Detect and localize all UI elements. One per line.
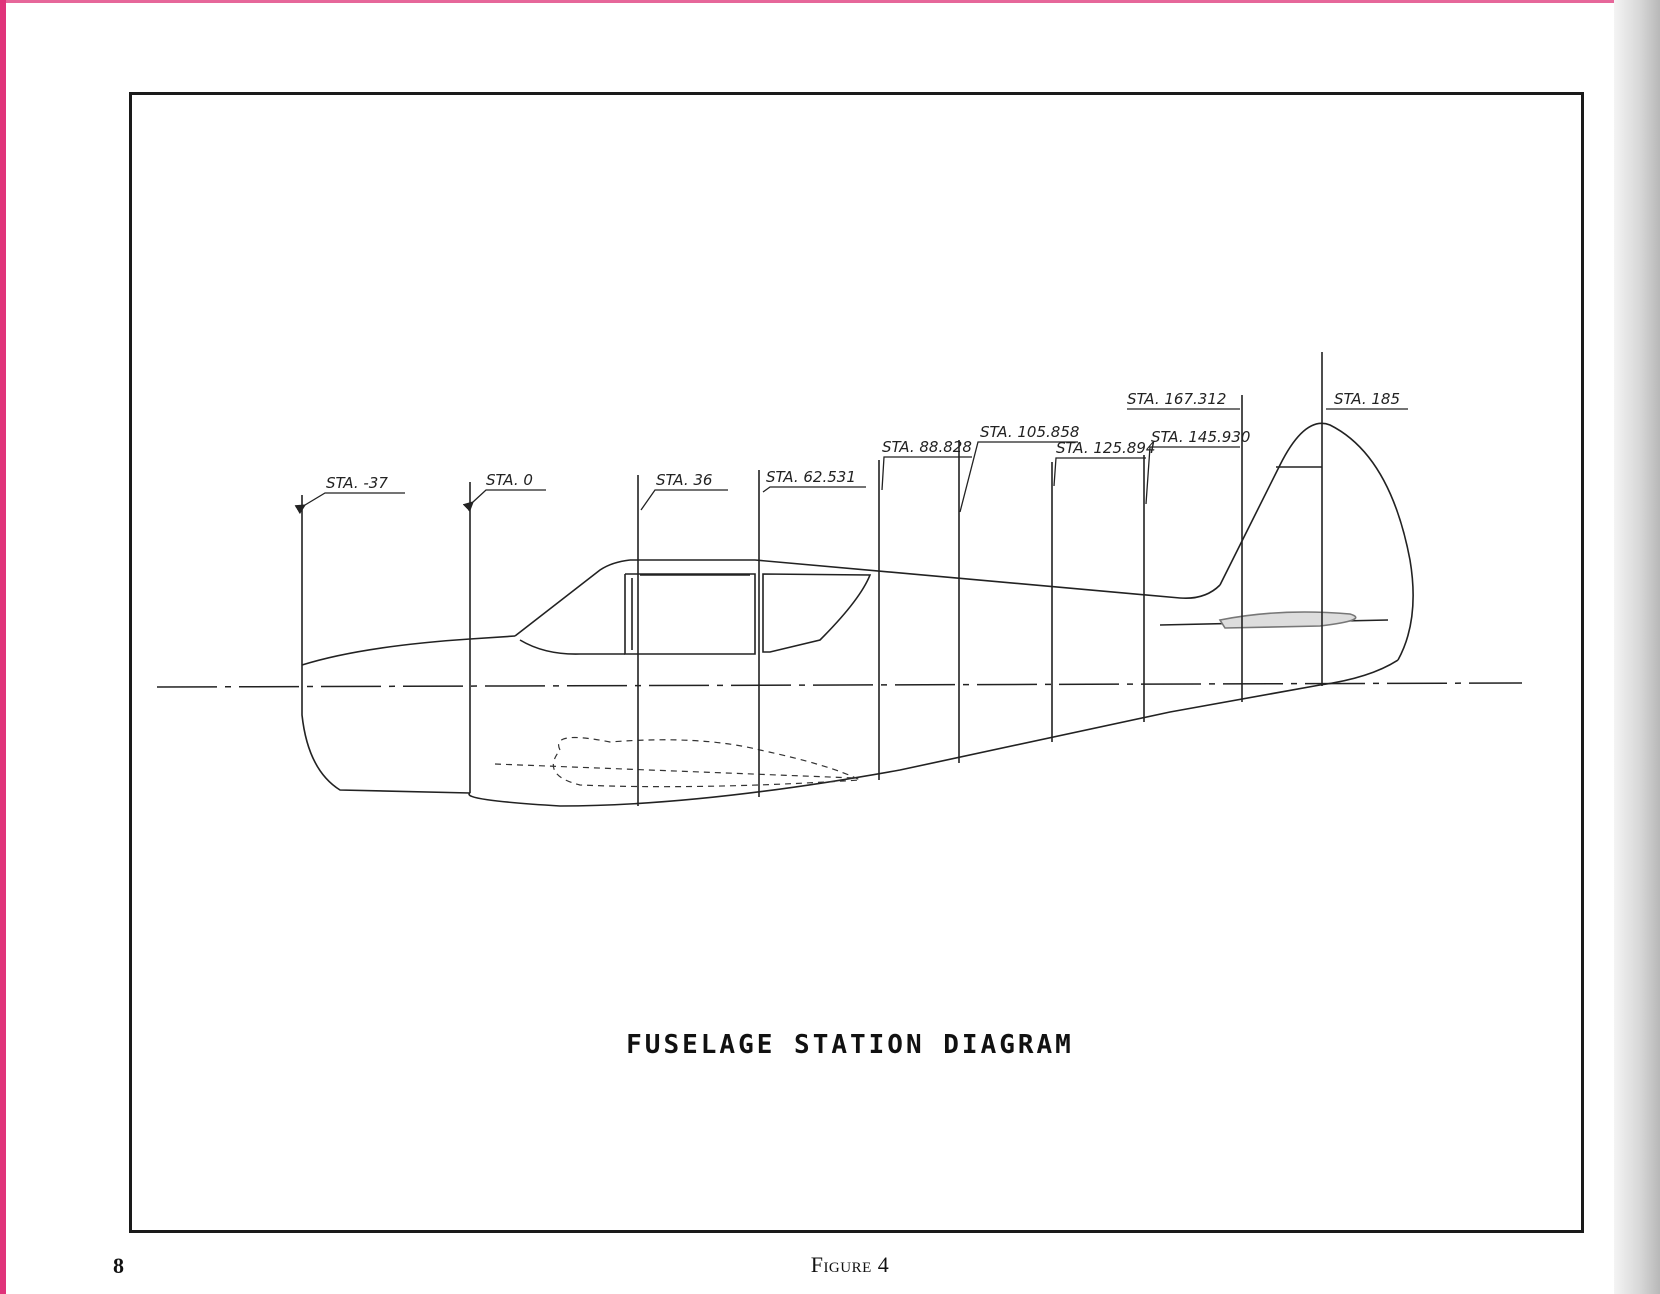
station-leaders: [294, 408, 1408, 515]
page-number: 8: [113, 1253, 124, 1278]
station-label: STA. 36: [656, 471, 712, 489]
station-label: STA. 167.312: [1127, 390, 1226, 408]
station-labels: STA. -37 STA. 0 STA. 36 STA. 62.531 STA.…: [326, 390, 1400, 492]
station-label: STA. 0: [486, 471, 533, 489]
book-binding-shadow: [1614, 0, 1660, 1294]
station-label: STA. 145.930: [1151, 428, 1250, 446]
page-edge-mark-top: [0, 0, 1660, 3]
page-edge-mark: [0, 0, 6, 1294]
wing-root-outline: [494, 736, 863, 788]
station-label: STA. 105.858: [980, 423, 1079, 441]
figure-caption: Figure 4: [810, 1252, 890, 1277]
station-label: STA. 88.828: [882, 438, 972, 456]
diagram-title: FUSELAGE STATION DIAGRAM: [626, 1030, 1074, 1060]
station-label: STA. 185: [1334, 390, 1400, 408]
station-label: STA. 125.894: [1056, 439, 1155, 457]
figure-frame: [129, 92, 1584, 1233]
reference-waterline: [156, 682, 1523, 688]
fuselage-outline: [301, 422, 1414, 807]
station-label: STA. -37: [326, 474, 388, 492]
station-lines: [301, 352, 1323, 806]
station-label: STA. 62.531: [766, 468, 856, 486]
